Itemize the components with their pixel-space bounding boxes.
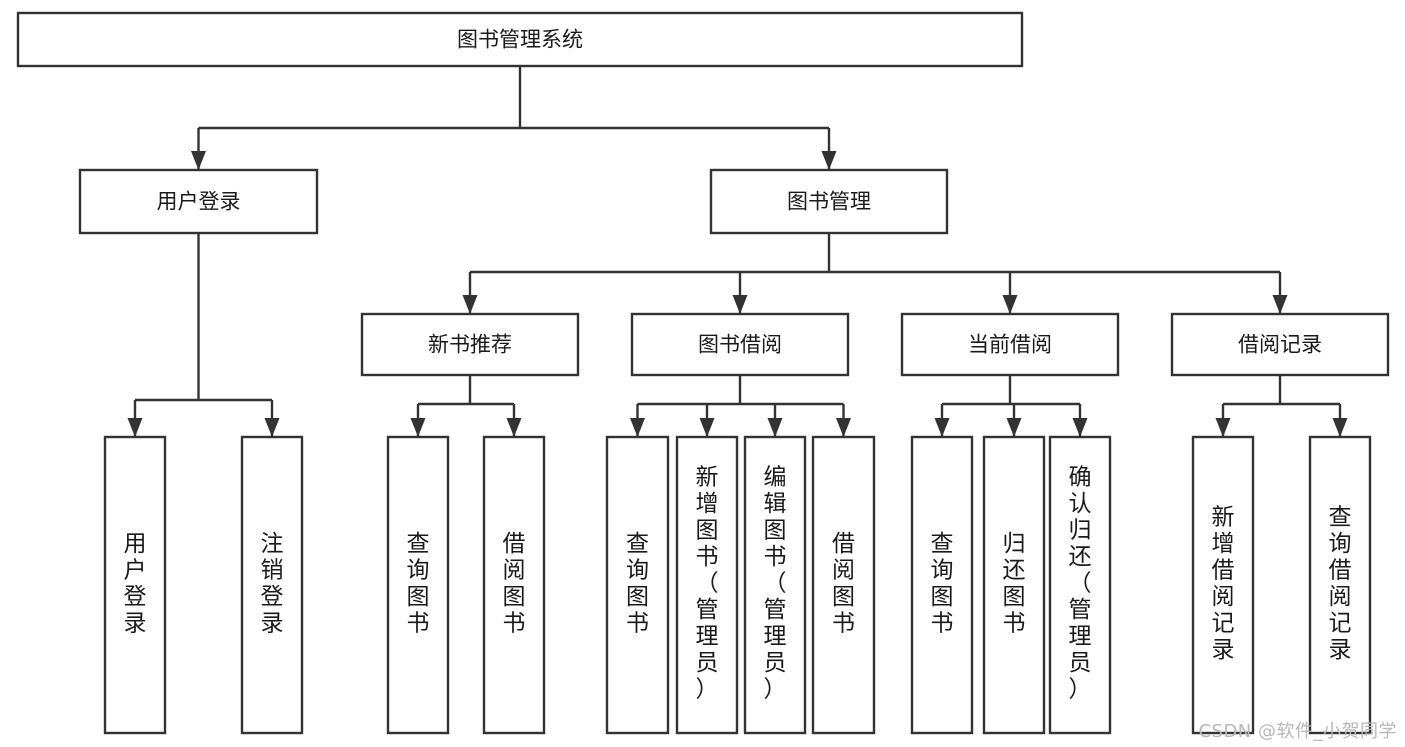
node-label-new-book-rec: 新书推荐 [428,333,512,357]
connector-borrow-record-to-leaves [1215,375,1348,437]
node-leaf-query-record[interactable]: 查询借阅记录 [1308,435,1372,735]
node-leaf-user-login[interactable]: 用户登录 [103,435,167,735]
node-box-user-login [78,168,319,235]
node-label-book-borrow: 图书借阅 [698,333,782,357]
node-label-leaf-edit-book: 编辑图书（管理员） [764,465,787,703]
node-box-borrow-record [1170,312,1390,377]
connector-user-login-to-leaves [127,233,280,437]
node-box-leaf-query-record [1308,435,1372,735]
node-leaf-borrow-book-1[interactable]: 借阅图书 [482,435,546,735]
node-box-leaf-add-record [1191,435,1255,735]
node-leaf-confirm-return[interactable]: 确认归还（管理员） [1048,435,1112,735]
node-leaf-edit-book[interactable]: 编辑图书（管理员） [743,435,807,735]
node-box-leaf-query-book-3 [910,435,974,735]
node-label-leaf-user-login: 用户登录 [124,531,147,637]
node-box-leaf-query-book-2 [605,435,670,735]
node-book-borrow[interactable]: 图书借阅 [630,312,850,377]
connector-root-to-level2 [191,66,837,170]
node-book-manage[interactable]: 图书管理 [709,168,949,235]
node-label-book-manage: 图书管理 [787,190,871,214]
node-box-current-borrow [900,312,1120,377]
node-box-book-borrow [630,312,850,377]
node-box-leaf-edit-book [743,435,807,735]
connector-book-manage-to-level3 [462,233,1288,314]
node-leaf-query-book-3[interactable]: 查询图书 [910,435,974,735]
node-box-leaf-add-book [675,435,739,735]
node-box-leaf-borrow-book-2 [811,435,876,735]
node-current-borrow[interactable]: 当前借阅 [900,312,1120,377]
connector-current-borrow-to-leaves [934,375,1088,437]
node-leaf-add-book[interactable]: 新增图书（管理员） [675,435,739,735]
node-box-leaf-return-book [982,435,1046,735]
node-label-leaf-query-book-3: 查询图书 [931,531,954,637]
node-label-current-borrow: 当前借阅 [968,333,1052,357]
node-label-leaf-logout: 注销登录 [261,531,284,637]
node-box-leaf-query-book-1 [386,435,450,735]
node-leaf-query-book-2[interactable]: 查询图书 [605,435,670,735]
node-label-borrow-record: 借阅记录 [1238,333,1322,357]
node-label-leaf-add-record: 新增借阅记录 [1212,504,1235,663]
node-label-leaf-borrow-book-2: 借阅图书 [832,531,855,637]
node-root[interactable]: 图书管理系统 [16,11,1024,68]
nodes-layer: 图书管理系统用户登录图书管理新书推荐图书借阅当前借阅借阅记录用户登录注销登录查询… [16,11,1390,735]
node-leaf-add-record[interactable]: 新增借阅记录 [1191,435,1255,735]
node-new-book-rec[interactable]: 新书推荐 [360,312,580,377]
node-label-leaf-confirm-return: 确认归还（管理员） [1069,465,1092,703]
node-label-root: 图书管理系统 [457,28,583,52]
connector-book-borrow-to-leaves [630,375,851,437]
node-leaf-return-book[interactable]: 归还图书 [982,435,1046,735]
node-box-root [16,11,1024,68]
node-box-leaf-borrow-book-1 [482,435,546,735]
node-box-leaf-logout [240,435,304,735]
node-leaf-query-book-1[interactable]: 查询图书 [386,435,450,735]
connector-new-book-rec-to-leaves [410,375,522,437]
node-leaf-logout[interactable]: 注销登录 [240,435,304,735]
edges-layer [127,66,1348,437]
node-label-leaf-borrow-book-1: 借阅图书 [503,531,526,637]
node-box-new-book-rec [360,312,580,377]
node-label-leaf-query-record: 查询借阅记录 [1329,504,1352,663]
node-leaf-borrow-book-2[interactable]: 借阅图书 [811,435,876,735]
node-label-user-login: 用户登录 [157,190,241,214]
node-box-book-manage [709,168,949,235]
node-label-leaf-query-book-1: 查询图书 [407,531,430,637]
node-label-leaf-return-book: 归还图书 [1003,531,1026,637]
node-borrow-record[interactable]: 借阅记录 [1170,312,1390,377]
node-box-leaf-confirm-return [1048,435,1112,735]
node-user-login[interactable]: 用户登录 [78,168,319,235]
node-label-leaf-add-book: 新增图书（管理员） [696,465,719,703]
watermark-text: CSDN @软件_小贺同学 [1198,721,1397,742]
node-label-leaf-query-book-2: 查询图书 [626,531,649,637]
node-box-leaf-user-login [103,435,167,735]
